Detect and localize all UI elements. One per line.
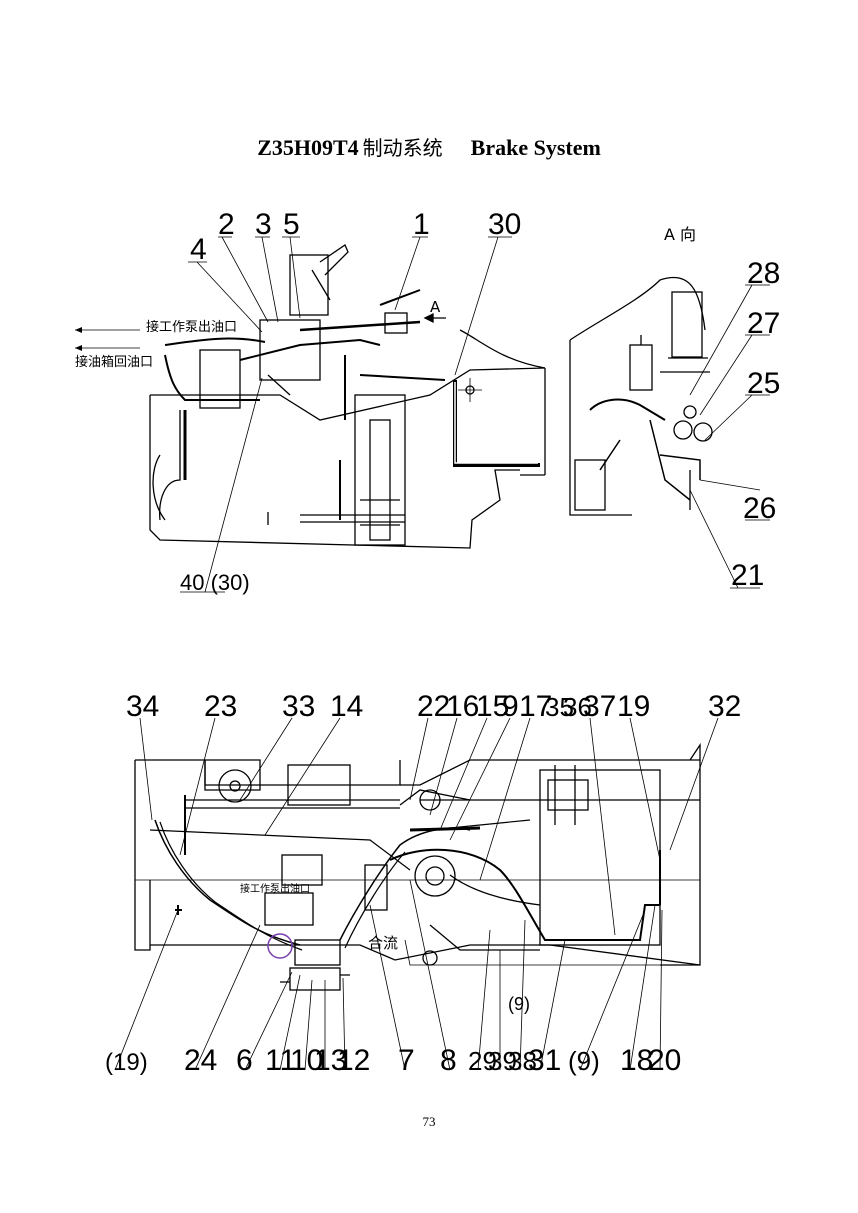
- callout-1: 1: [413, 208, 430, 241]
- callout-19: 19: [617, 690, 650, 723]
- callout-13: 13: [314, 1044, 347, 1077]
- callout-20: 20: [648, 1044, 681, 1077]
- callout-28: 28: [747, 257, 780, 290]
- callout-14: 14: [330, 690, 363, 723]
- top-left-assembly: [75, 236, 546, 593]
- callout-23: 23: [204, 690, 237, 723]
- callout-6: 6: [236, 1044, 253, 1077]
- callout-10: 10: [290, 1044, 323, 1077]
- callout-9: 9: [502, 690, 519, 723]
- callout-2: 2: [218, 208, 235, 241]
- arrow-a-label: A: [430, 298, 441, 316]
- note-pump-outlet: 接工作泵出油口: [146, 319, 237, 335]
- callout-21: 21: [731, 559, 764, 592]
- callout-26: 26: [743, 492, 776, 525]
- note-bottom-pump-outlet: 接工作泵出油口: [240, 882, 310, 895]
- callout-8: 8: [440, 1044, 457, 1077]
- callout-39: 39: [488, 1046, 517, 1076]
- callout-24: 24: [184, 1044, 217, 1077]
- callout-12: 12: [337, 1044, 370, 1077]
- callout-31: 31: [528, 1044, 561, 1077]
- callout-40-30: 40 (30): [180, 570, 250, 595]
- callout-11: 11: [265, 1044, 296, 1077]
- view-a-assembly: [569, 276, 770, 589]
- callout-32: 32: [708, 690, 741, 723]
- callout-7: 7: [398, 1044, 415, 1077]
- callout-30: 30: [488, 208, 521, 241]
- note-merge: 合流: [368, 934, 398, 952]
- callout-16: 16: [446, 690, 479, 723]
- callout-4: 4: [190, 233, 207, 266]
- callout-37: 37: [583, 690, 616, 723]
- model-code: Z35H09T4: [257, 135, 359, 160]
- callout-5: 5: [283, 208, 300, 241]
- bottom-assembly: [114, 717, 719, 1071]
- title-english: Brake System: [470, 135, 601, 160]
- callout-18: 18: [620, 1044, 653, 1077]
- callout-17: 17: [519, 690, 552, 723]
- callout-36: 36: [563, 692, 592, 722]
- callout-19-paren: (19): [105, 1049, 148, 1076]
- callout-15: 15: [476, 690, 509, 723]
- view-a-label: A 向: [664, 225, 696, 244]
- callout-35: 35: [545, 692, 574, 722]
- callout-33: 33: [282, 690, 315, 723]
- callout-9-paren: (9): [568, 1046, 600, 1076]
- callout-22: 22: [417, 690, 450, 723]
- callout-25: 25: [747, 367, 780, 400]
- callout-34: 34: [126, 690, 159, 723]
- callout-38: 38: [508, 1046, 537, 1076]
- callout-3: 3: [255, 208, 272, 241]
- title-chinese: 制动系统: [362, 136, 443, 160]
- callout-29: 29: [468, 1046, 497, 1076]
- callout-side-9: (9): [508, 994, 530, 1014]
- note-tank-return: 接油箱回油口: [75, 354, 153, 370]
- callout-27: 27: [747, 307, 780, 340]
- page-number: 73: [422, 1114, 436, 1129]
